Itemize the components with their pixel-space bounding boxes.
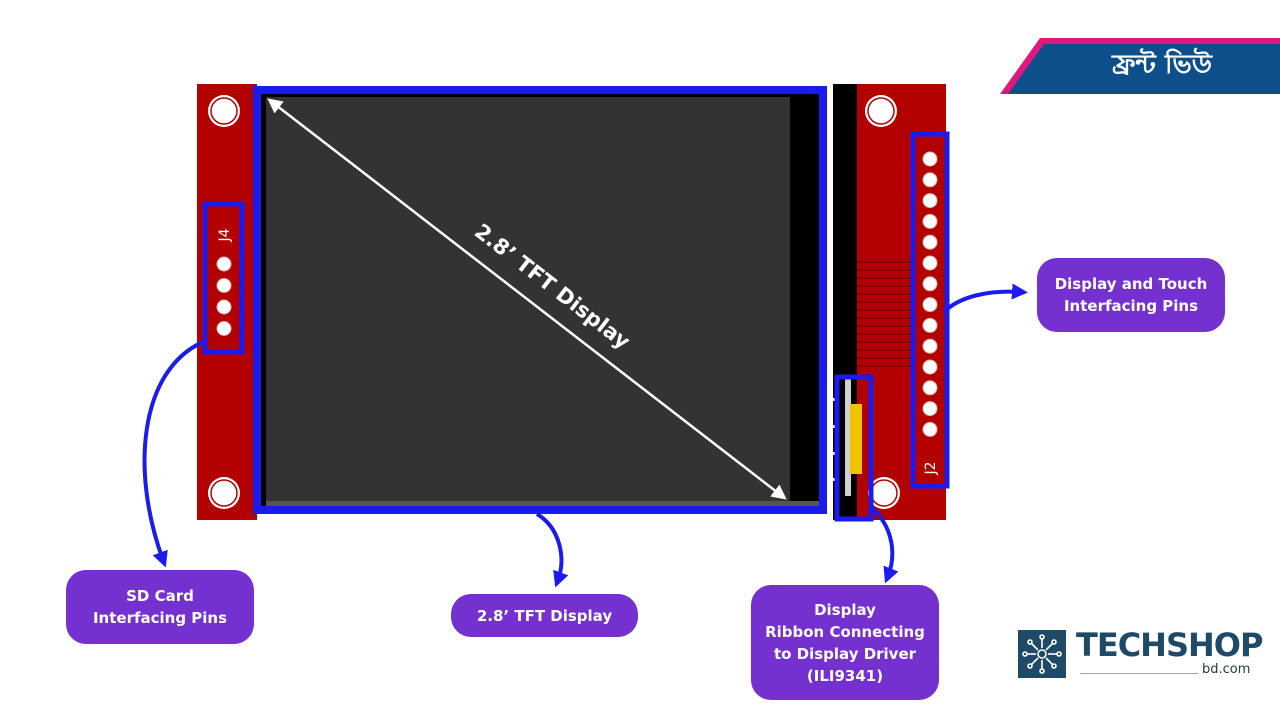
callout-line: SD Card [126, 587, 194, 605]
header-pin [922, 359, 938, 375]
header-pin [922, 338, 938, 354]
callout-line: 2.8’ TFT Display [476, 606, 613, 625]
logo-tech: TECH [1076, 626, 1167, 664]
arrow-to-sd-card-callout [142, 340, 204, 568]
header-pin [216, 278, 232, 293]
header-pin [922, 421, 938, 437]
callout-tft-display: 2.8’ TFT Display [451, 594, 638, 637]
logo-divider [1080, 673, 1198, 674]
callout-display-ribbon: Display Ribbon Connecting to Display Dri… [751, 585, 939, 700]
header-pin [922, 172, 938, 188]
callout-line: Interfacing Pins [1063, 297, 1199, 315]
header-pin [216, 256, 232, 272]
callout-line: Interfacing Pins [92, 609, 228, 627]
mounting-hole-bottom-left [208, 477, 240, 509]
header-pin [216, 321, 232, 336]
logo-domain: bd.com [1202, 662, 1251, 677]
header-pin [922, 151, 938, 167]
callout-display-touch-pins: Display and Touch Interfacing Pins [1037, 258, 1225, 332]
header-pin [922, 276, 938, 292]
tft-display-bottom-edge [266, 501, 819, 506]
j4-pins [216, 256, 232, 336]
arrow-to-tft-callout [535, 512, 569, 588]
techshop-logo: TECHSHOP bd.com [1018, 626, 1268, 682]
callout-line: (ILI9341) [806, 666, 884, 685]
j4-label: J4 [217, 228, 233, 242]
j4-header-highlight [202, 201, 245, 355]
ribbon-highlight [834, 374, 874, 522]
pcb-traces [857, 261, 912, 367]
callout-line: Ribbon Connecting [765, 622, 925, 641]
circuit-chip-icon [1018, 630, 1066, 678]
mounting-hole-top-left [208, 95, 240, 127]
mounting-hole-top-right [865, 95, 897, 127]
header-pin [922, 234, 938, 250]
diagonal-arrow [267, 98, 787, 500]
header-pin [922, 193, 938, 209]
ribbon-connector [828, 378, 862, 496]
header-pin [216, 299, 232, 315]
callout-line: to Display Driver [773, 644, 917, 663]
j2-label: J2 [923, 461, 939, 475]
j2-pins [922, 151, 938, 437]
logo-wordmark: TECHSHOP [1076, 626, 1263, 664]
callout-line: Display and Touch [1054, 275, 1208, 293]
callout-sd-card-pins: SD Card Interfacing Pins [66, 570, 254, 644]
header-pin [922, 255, 938, 271]
callout-line: Display [814, 600, 876, 619]
arrow-to-display-touch-callout [942, 283, 1028, 314]
banner-background [1008, 44, 1280, 94]
header-pin [922, 317, 938, 333]
page-title: ফ্রন্ট ভিউ [1111, 50, 1213, 80]
arrow-to-ribbon-callout [870, 506, 899, 584]
logo-shop: SHOP [1165, 626, 1263, 664]
header-pin [922, 401, 938, 417]
header-pin [922, 213, 938, 229]
header-pin [922, 380, 938, 396]
header-pin [922, 297, 938, 313]
